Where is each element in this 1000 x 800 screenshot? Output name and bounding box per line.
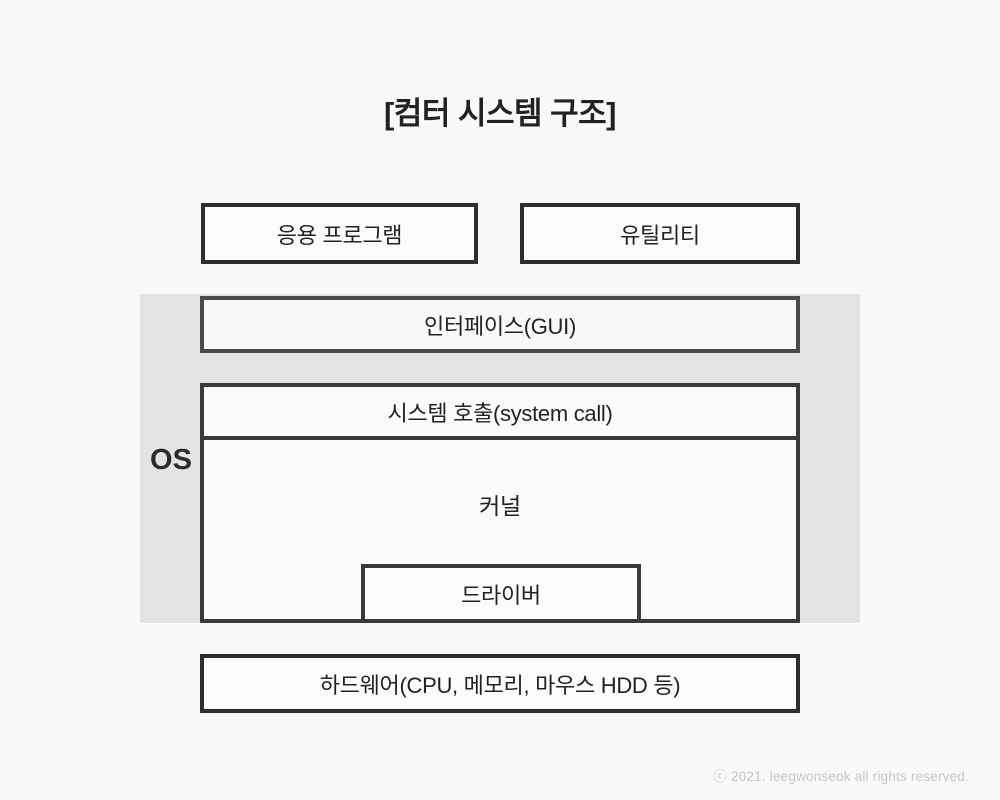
system-call-box: 시스템 호출(system call) (204, 387, 796, 440)
copyright-text: ⓒ 2021. leegwonseok all rights reserved. (713, 769, 969, 784)
hardware-box: 하드웨어(CPU, 메모리, 마우스 HDD 등) (200, 654, 800, 713)
driver-box: 드라이버 (361, 564, 641, 623)
interface-gui-label: 인터페이스(GUI) (424, 313, 576, 339)
system-call-label: 시스템 호출(system call) (387, 400, 613, 426)
utility-label: 유틸리티 (620, 222, 700, 248)
driver-label: 드라이버 (461, 582, 541, 608)
interface-gui-box: 인터페이스(GUI) (200, 296, 800, 353)
page-title: [컴터 시스템 구조] (383, 96, 617, 131)
application-program-box: 응용 프로그램 (201, 203, 478, 264)
application-program-label: 응용 프로그램 (276, 222, 403, 248)
os-label: OS (150, 444, 192, 476)
utility-box: 유틸리티 (520, 203, 800, 264)
kernel-box: 시스템 호출(system call) 커널 (200, 383, 800, 623)
hardware-label: 하드웨어(CPU, 메모리, 마우스 HDD 등) (319, 672, 681, 698)
kernel-label: 커널 (479, 493, 521, 519)
